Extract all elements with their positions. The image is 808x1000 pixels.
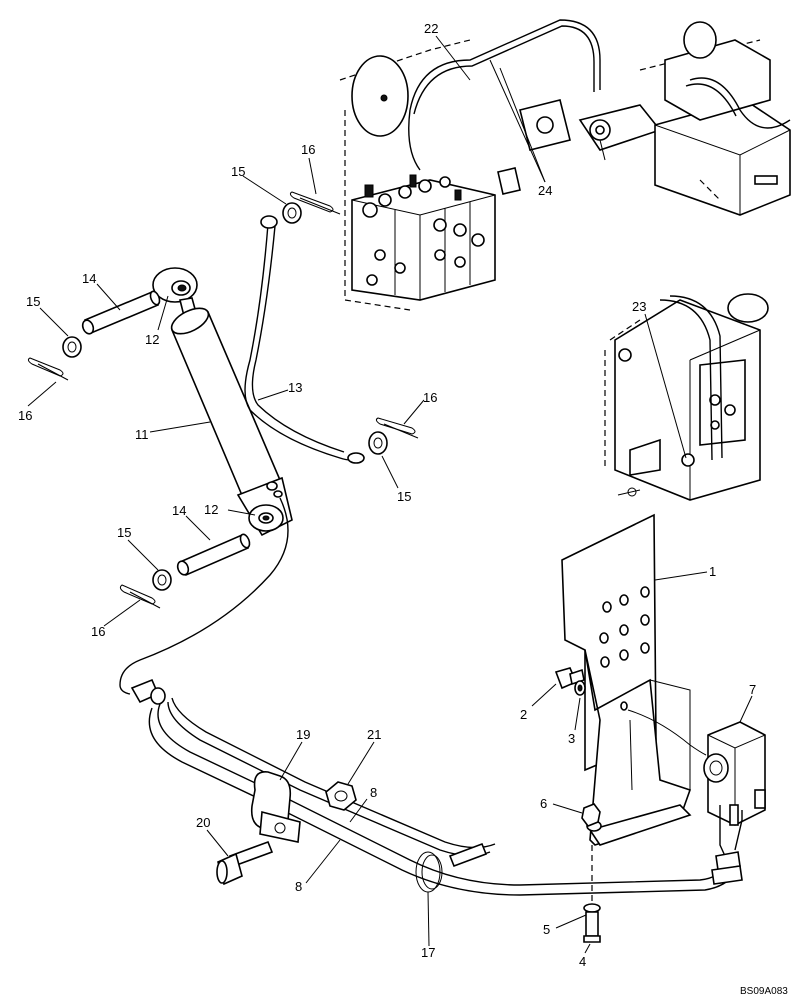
callout-6: 6 [540, 796, 547, 811]
callout-15-right: 15 [397, 489, 411, 504]
control-valve-assembly [339, 19, 791, 311]
callout-8-upper: 8 [370, 785, 377, 800]
hose-13 [244, 215, 365, 464]
drawing-code: BS09A083 [740, 986, 788, 997]
callout-15-bottom: 15 [117, 525, 131, 540]
cotter-pins-16 [27, 191, 419, 609]
callout-labels: 1 2 3 4 5 6 7 8 8 11 12 12 13 14 14 15 1… [18, 21, 756, 969]
plate-holes [599, 586, 650, 711]
washer-5 [583, 903, 601, 913]
callout-12-top: 12 [145, 332, 159, 347]
callout-8-lower: 8 [295, 879, 302, 894]
callout-5: 5 [543, 922, 550, 937]
callout-20: 20 [196, 815, 210, 830]
callout-23: 23 [632, 299, 646, 314]
mount-plate-1 [561, 513, 692, 846]
callout-11: 11 [135, 427, 149, 442]
bolt-4 [583, 911, 601, 943]
callout-12-bottom: 12 [204, 502, 218, 517]
washers-15 [62, 202, 388, 591]
callout-17: 17 [421, 945, 435, 960]
callout-13: 13 [288, 380, 302, 395]
washer-3 [574, 680, 586, 696]
callout-16-bottom: 16 [91, 624, 105, 639]
callout-21: 21 [367, 727, 381, 742]
callout-24: 24 [538, 183, 552, 198]
callout-leaders [27, 35, 753, 954]
pin-14-upper [81, 290, 161, 335]
nut-21 [325, 781, 357, 811]
callout-19: 19 [296, 727, 310, 742]
valve-7 [627, 709, 766, 885]
hose-clamp-19 [250, 771, 301, 843]
callout-16-right: 16 [423, 390, 437, 405]
callout-22: 22 [424, 21, 438, 36]
callout-16-top: 16 [301, 142, 315, 157]
pin-14-lower [176, 533, 251, 577]
callout-1: 1 [709, 564, 716, 579]
callout-4: 4 [579, 954, 586, 969]
callout-14-top: 14 [82, 271, 96, 286]
callout-16-left: 16 [18, 408, 32, 423]
callout-15-top: 15 [231, 164, 245, 179]
valve-fittings [362, 174, 485, 286]
valve-mount-inset [604, 293, 769, 501]
hydraulic-cylinder [152, 267, 293, 537]
bolt-20 [216, 840, 274, 886]
callout-3: 3 [568, 731, 575, 746]
callout-7: 7 [749, 682, 756, 697]
callout-14-bottom: 14 [172, 503, 186, 518]
nut-6 [581, 803, 601, 827]
callout-2: 2 [520, 707, 527, 722]
callout-15-left: 15 [26, 294, 40, 309]
